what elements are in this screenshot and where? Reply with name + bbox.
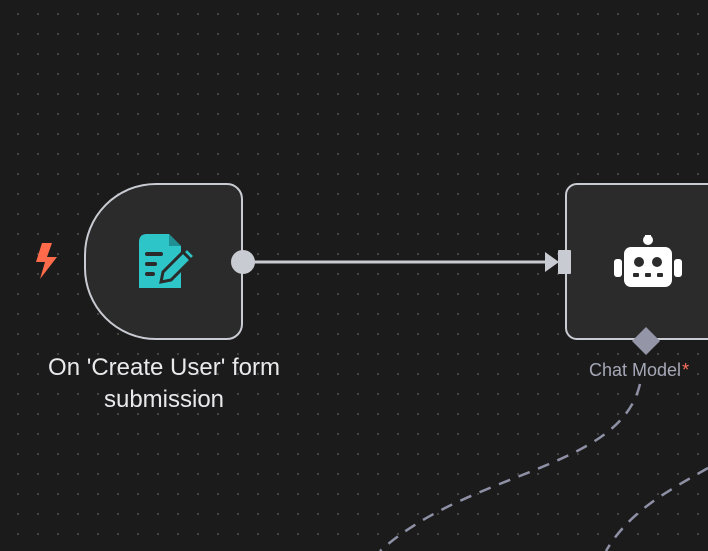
trigger-badge <box>34 242 58 285</box>
form-edit-icon <box>139 234 198 288</box>
trigger-label-line2: submission <box>103 386 225 413</box>
lightning-bolt-icon <box>36 243 57 279</box>
robot-icon-container <box>612 235 684 296</box>
trigger-label-line1: On 'Create User' form <box>48 354 280 381</box>
chat-model-connection-2 <box>604 466 708 551</box>
chat-model-handle[interactable] <box>632 327 660 355</box>
connection-arrowhead <box>545 252 559 272</box>
trigger-node-label: On 'Create User' form submission <box>14 352 314 416</box>
chat-model-label-text: Chat Model <box>589 360 682 380</box>
chat-model-label: Chat Model* <box>589 359 689 381</box>
agent-input-handle[interactable] <box>558 250 571 274</box>
trigger-output-handle[interactable] <box>231 250 255 274</box>
robot-icon <box>614 235 682 287</box>
form-icon-container <box>135 232 198 295</box>
required-asterisk: * <box>682 360 690 380</box>
